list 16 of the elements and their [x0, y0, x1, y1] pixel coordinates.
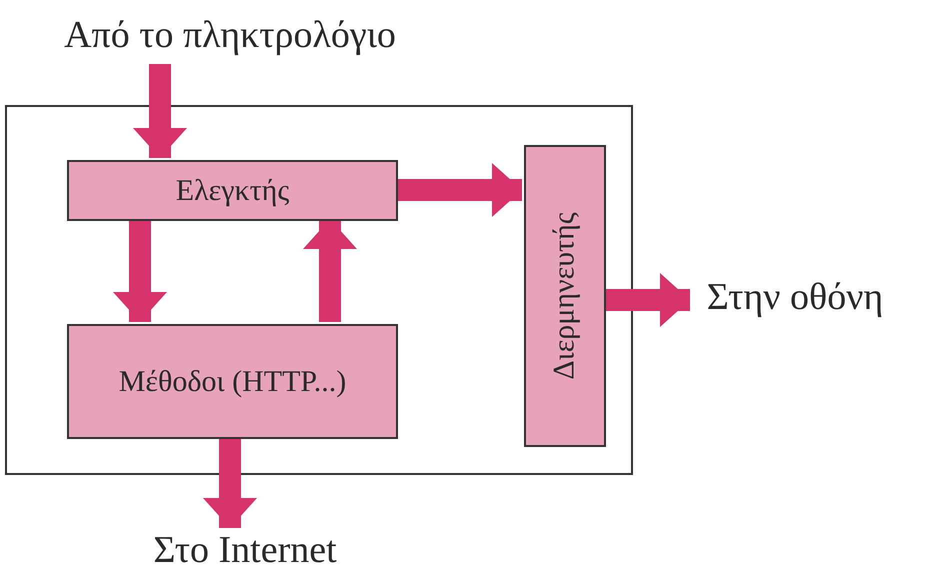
io-label: Από το πληκτρολόγιο: [10, 8, 450, 64]
block-arrow: [396, 163, 522, 217]
block-arrow: [604, 273, 690, 327]
io-label: Στο Internet: [130, 528, 360, 574]
process-box: [524, 145, 606, 447]
box-label: Μέθοδοι (HTTP...): [118, 364, 346, 400]
block-arrow: [303, 219, 357, 322]
block-arrow: [133, 64, 187, 158]
block-arrow: [113, 219, 167, 322]
process-box: [67, 160, 398, 221]
box-label: Διερμηνευτής: [547, 212, 582, 380]
io-label: Στην οθόνη: [690, 270, 900, 326]
box-label: Ελεγκτής: [176, 172, 290, 208]
system-frame: [5, 105, 633, 475]
block-arrow: [203, 437, 257, 528]
process-box: [67, 324, 398, 439]
